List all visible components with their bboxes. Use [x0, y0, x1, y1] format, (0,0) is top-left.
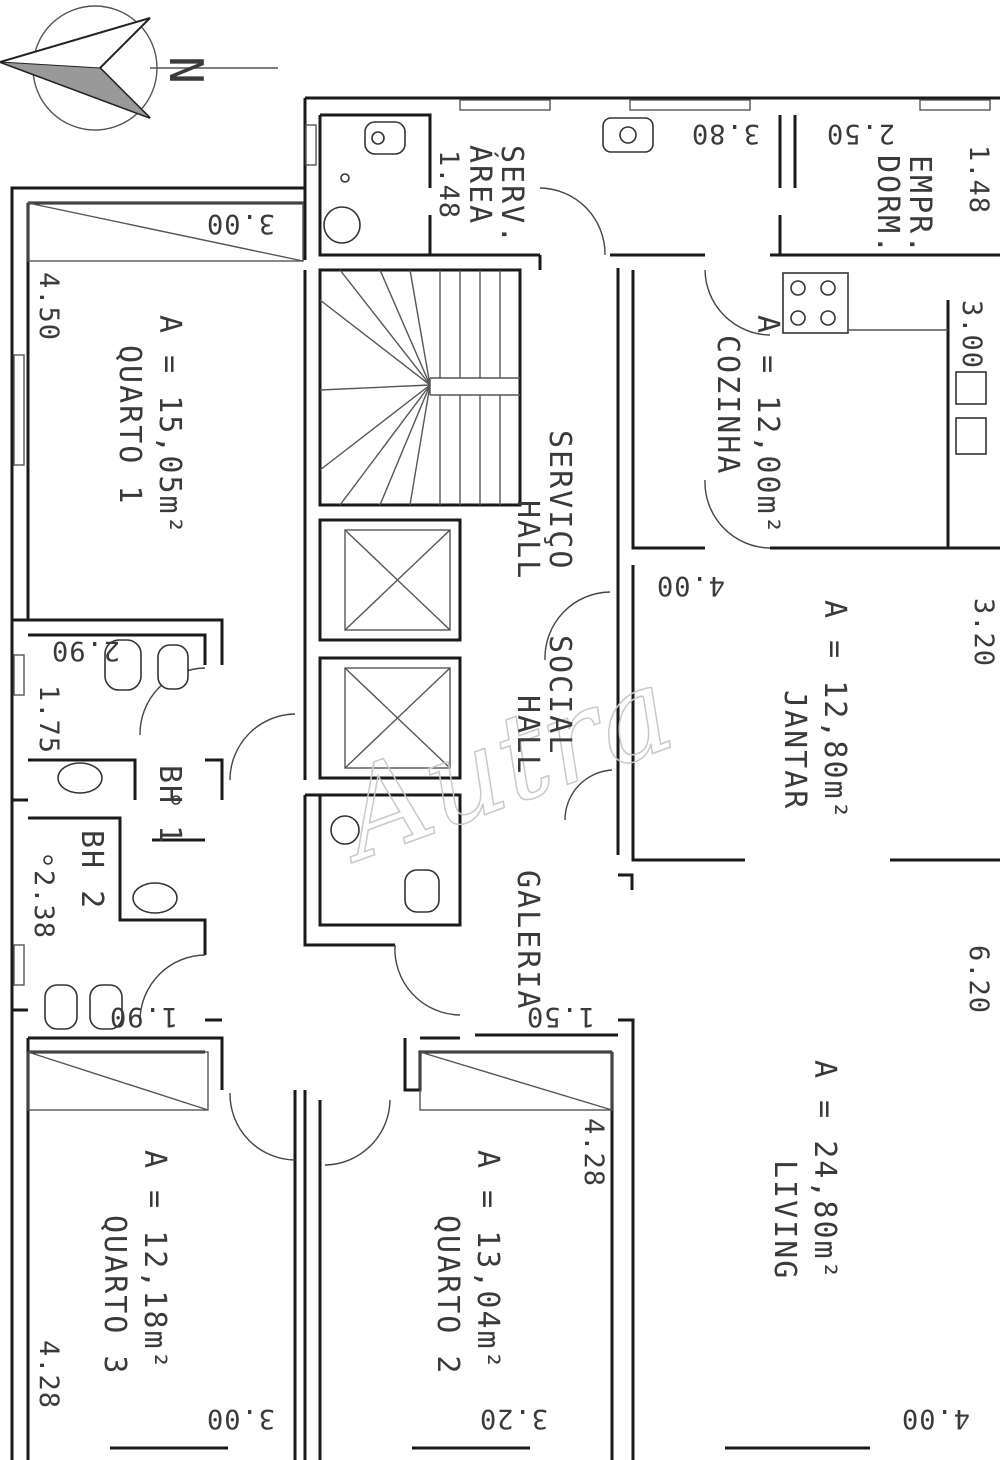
area-servico-dim-w: 3.80 — [691, 118, 760, 149]
area-servico-name2: SERV. — [494, 145, 529, 245]
hall-social-name2: SOCIAL — [542, 635, 577, 755]
bh1-dim-h: 1.75 — [33, 685, 64, 754]
jantar-name: JANTAR — [777, 690, 812, 810]
quarto3-dim-h: 4.28 — [33, 1340, 64, 1409]
bh1-name: BH 1 — [152, 765, 187, 845]
hall-social-name1: HALL — [510, 695, 545, 775]
quarto1-name: QUARTO 1 — [112, 345, 147, 506]
windows — [13, 99, 991, 986]
quarto1-area: A = 15,05m² — [152, 315, 187, 536]
quarto2-area: A = 13,04m² — [470, 1150, 505, 1371]
dorm-empr-name2: EMPR. — [902, 155, 937, 255]
cozinha-dim-h: 3.00 — [956, 300, 987, 369]
closets — [27, 202, 613, 1111]
hall-servico-name1: HALL — [510, 500, 545, 580]
galeria-name: GALERIA — [510, 870, 545, 1010]
north-label: N — [159, 56, 213, 84]
quarto2-dim-h: 4.28 — [578, 1118, 609, 1187]
bh2-name: BH 2 — [74, 830, 109, 910]
jantar-dim-h: 3.20 — [968, 598, 999, 667]
living-dim-h: 6.20 — [963, 945, 994, 1014]
bh2-dim-h: 2.38 — [28, 870, 59, 939]
bh1-dim-w: 2.90 — [51, 635, 120, 666]
cozinha-name: COZINHA — [710, 335, 745, 475]
quarto3-area: A = 12,18m² — [137, 1150, 172, 1371]
jantar-area: A = 12,80m² — [817, 600, 852, 821]
dorm-empr-dim-w: 2.50 — [826, 118, 895, 149]
bh2-dim-w: 1.90 — [109, 1001, 178, 1032]
quarto1-dim-h: 4.50 — [33, 272, 64, 341]
north-arrow-icon — [0, 5, 278, 131]
galeria-dim-w: 1.50 — [526, 1001, 595, 1032]
living-area: A = 24,80m² — [807, 1060, 842, 1281]
living-name: LIVING — [767, 1160, 802, 1280]
elevators — [344, 529, 451, 769]
quarto2-name: QUARTO 2 — [430, 1215, 465, 1376]
quarto3-dim-w: 3.00 — [206, 1403, 275, 1434]
quarto3-name: QUARTO 3 — [97, 1215, 132, 1376]
living-dim-w: 4.00 — [901, 1403, 970, 1434]
area-servico-dim-h: 1.48 — [433, 150, 464, 219]
fixtures — [43, 117, 987, 1030]
dorm-empr-dim-h: 1.48 — [963, 145, 994, 214]
staircase — [319, 269, 520, 506]
quarto2-dim-w: 3.20 — [479, 1403, 548, 1434]
jantar-dim-w: 4.00 — [656, 570, 725, 601]
hall-servico-name2: SERVIÇO — [542, 430, 577, 570]
cozinha-area: A = 12,00m² — [750, 315, 785, 536]
area-servico-name1: ÁREA — [462, 145, 498, 225]
door-swings — [139, 187, 771, 1166]
dorm-empr-name1: DORM. — [870, 155, 905, 255]
quarto1-dim-w: 3.00 — [206, 208, 275, 239]
